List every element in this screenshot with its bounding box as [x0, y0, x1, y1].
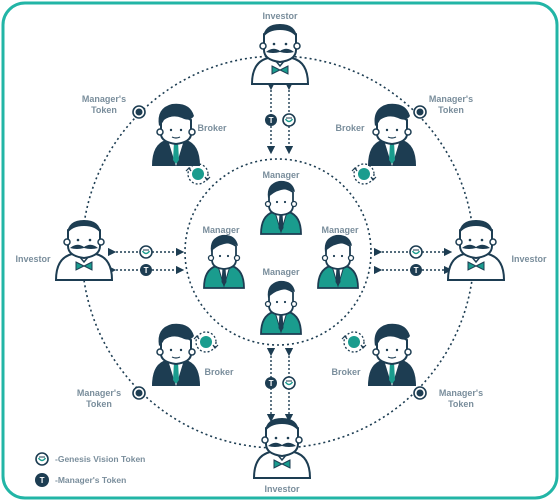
gvt-icon	[139, 245, 153, 259]
investor-top-label: Investor	[262, 11, 298, 21]
investor-bottom-label: Investor	[264, 484, 300, 494]
managers-token-label-tr-2: Token	[438, 105, 464, 115]
legend-gvt-icon	[35, 452, 49, 466]
dollar-exchange-icon	[185, 163, 211, 185]
dollar-exchange-icon	[351, 163, 377, 185]
investor-top-figure	[251, 23, 309, 85]
gvt-icon	[282, 113, 296, 127]
managers-token-icon: T	[140, 264, 152, 276]
investor-right-figure	[447, 219, 505, 281]
manager-right-figure	[317, 234, 359, 289]
dollar-exchange-icon	[341, 331, 367, 353]
legend: -Genesis Vision Token T -Manager's Token	[35, 452, 145, 487]
dollar-exchange-icon	[193, 331, 219, 353]
manager-bottom-figure	[260, 280, 302, 335]
broker-top-left-label: Broker	[197, 123, 227, 133]
managers-token-icon	[413, 105, 427, 119]
svg-text:T: T	[414, 266, 419, 275]
broker-bottom-right-label: Broker	[331, 367, 361, 377]
manager-bottom-label: Manager	[262, 267, 300, 277]
managers-token-label-tl-1: Manager's	[82, 94, 126, 104]
inner-ring	[184, 158, 372, 346]
svg-text:T: T	[40, 476, 45, 485]
broker-top-right-label: Broker	[335, 123, 365, 133]
broker-bottom-right-figure	[367, 322, 417, 387]
investor-left-label: Investor	[15, 254, 51, 264]
investor-bottom-figure	[253, 417, 311, 479]
legend-managers-token-icon: T	[35, 473, 49, 487]
investor-right-label: Investor	[511, 254, 547, 264]
managers-token-label-br-2: Token	[448, 399, 474, 409]
broker-top-left-figure	[151, 102, 201, 167]
broker-bottom-left-figure	[151, 322, 201, 387]
investor-left-figure	[55, 219, 113, 281]
managers-token-label-bl-1: Manager's	[77, 388, 121, 398]
managers-token-icon	[132, 105, 146, 119]
managers-token-icon	[413, 386, 427, 400]
managers-token-label-bl-2: Token	[86, 399, 112, 409]
managers-token-label-br-1: Manager's	[439, 388, 483, 398]
gvt-icon	[409, 245, 423, 259]
managers-token-label-tr-1: Manager's	[429, 94, 473, 104]
manager-left-figure	[203, 234, 245, 289]
managers-token-icon: T	[410, 264, 422, 276]
managers-token-icon: T	[265, 114, 277, 126]
legend-mt-label: -Manager's Token	[55, 475, 126, 485]
managers-token-icon: T	[265, 377, 277, 389]
broker-bottom-left-label: Broker	[204, 367, 234, 377]
manager-top-label: Manager	[262, 170, 300, 180]
svg-text:T: T	[269, 116, 274, 125]
legend-gvt-label: -Genesis Vision Token	[55, 454, 145, 464]
svg-text:T: T	[269, 379, 274, 388]
gvt-icon	[282, 376, 296, 390]
managers-token-icon	[132, 386, 146, 400]
managers-token-label-tl-2: Token	[91, 105, 117, 115]
manager-top-figure	[260, 180, 302, 235]
manager-right-label: Manager	[321, 225, 359, 235]
svg-text:T: T	[144, 266, 149, 275]
manager-left-label: Manager	[202, 225, 240, 235]
broker-top-right-figure	[367, 102, 417, 167]
